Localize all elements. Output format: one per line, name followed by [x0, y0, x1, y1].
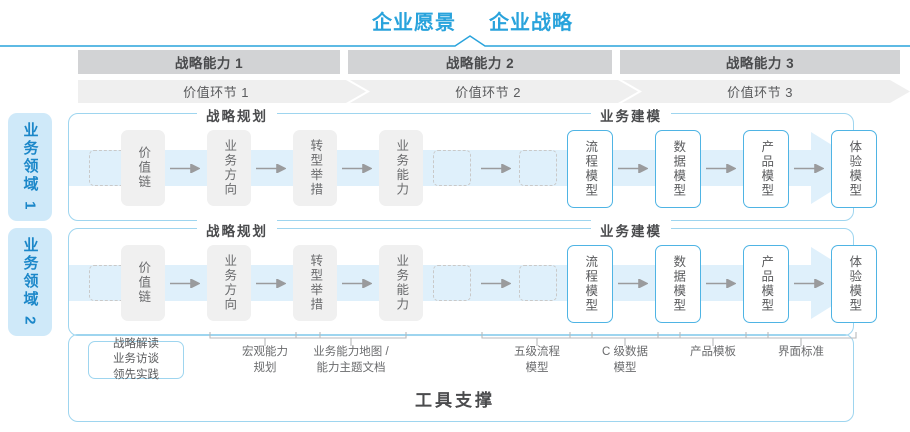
brace-connectors: [209, 332, 857, 346]
row-1-placeholder-mid-b: [519, 150, 557, 186]
row-1-node-data-model[interactable]: 数据模型: [655, 130, 701, 208]
tool-note-line-2: 业务访谈: [113, 353, 159, 366]
value-chain-bar-2[interactable]: 价值环节 2: [350, 80, 638, 103]
row-1-node-business-direction[interactable]: 业务方向: [207, 130, 251, 206]
row-1-business-modeling-title: 业务建模: [591, 105, 671, 125]
value-chain-bar-3-label: 价值环节 3: [727, 85, 793, 100]
row-2-strategic-planning-title: 战略规划: [197, 220, 277, 240]
row-2-placeholder-mid-a: [433, 265, 471, 301]
bottom-label-capability-map: 业务能力地图 /能力主题文档: [313, 346, 389, 374]
row-2-node-transformation[interactable]: 转型举措: [293, 245, 337, 321]
row-2-node-data-model[interactable]: 数据模型: [655, 245, 701, 323]
value-chain-bar-2-label: 价值环节 2: [455, 85, 521, 100]
row-1-arrow-5: [618, 164, 648, 173]
business-domain-2-text: 业务领域 2: [21, 236, 39, 328]
row-2-node-process-model[interactable]: 流程模型: [567, 245, 613, 323]
title-connector-line: [0, 35, 910, 47]
row-2-node-product-model[interactable]: 产品模型: [743, 245, 789, 323]
value-chain-bar-1[interactable]: 价值环节 1: [78, 80, 366, 103]
enterprise-strategy-title: 企业战略: [489, 12, 573, 34]
row-2-left-section-line: [89, 228, 191, 230]
row-2-arrow-3: [342, 279, 372, 288]
row-2-mid-section-line: [301, 228, 583, 230]
business-domain-2-label: 业务领域 2: [8, 228, 52, 336]
capability-bar-1-label: 战略能力 1: [174, 56, 244, 71]
row-2-business-modeling-title: 业务建模: [591, 220, 671, 240]
row-2-arrow-7: [794, 279, 824, 288]
tool-note-line-1: 战略解读: [113, 337, 159, 350]
row-1-arrow-1: [170, 164, 200, 173]
row-2-node-value-chain[interactable]: 价值链: [121, 245, 165, 321]
tool-support-title: 工具支撑: [415, 391, 495, 410]
row-1-strategic-planning-title: 战略规划: [197, 105, 277, 125]
row-1-node-process-model[interactable]: 流程模型: [567, 130, 613, 208]
row-2-node-business-capability[interactable]: 业务能力: [379, 245, 423, 321]
capability-bar-3-label: 战略能力 3: [725, 56, 795, 71]
row-1-mid-section-line: [301, 113, 583, 115]
row-1-arrow-2: [256, 164, 286, 173]
business-domain-1-label: 业务领域 1: [8, 113, 52, 221]
row-1-arrow-4: [481, 164, 511, 173]
value-chain-bar-3[interactable]: 价值环节 3: [622, 80, 910, 103]
row-2-node-experience-model[interactable]: 体验模型: [831, 245, 877, 323]
row-2-arrow-2: [256, 279, 286, 288]
bottom-label-ui-standard: 界面标准: [778, 346, 824, 358]
tool-support-frame: [68, 334, 854, 422]
business-domain-1-row: 战略规划 业务建模 价值链 业务方向 转型举措 业务能力 流程模型 数据模型 产…: [68, 105, 877, 221]
row-1-node-value-chain[interactable]: 价值链: [121, 130, 165, 206]
enterprise-vision-title: 企业愿景: [372, 12, 456, 34]
row-1-placeholder-mid-a: [433, 150, 471, 186]
row-2-right-section-line: [677, 228, 835, 230]
row-2-arrow-1: [170, 279, 200, 288]
row-1-node-product-model[interactable]: 产品模型: [743, 130, 789, 208]
row-2-arrow-5: [618, 279, 648, 288]
value-chain-bar-1-label: 价值环节 1: [183, 85, 249, 100]
row-1-left-section-line: [89, 113, 191, 115]
bottom-label-macro-capability: 宏观能力规划: [242, 346, 288, 374]
row-2-node-business-direction[interactable]: 业务方向: [207, 245, 251, 321]
row-1-right-section-line: [677, 113, 835, 115]
row-1-node-transformation[interactable]: 转型举措: [293, 130, 337, 206]
capability-bar-1[interactable]: 战略能力 1: [78, 50, 340, 74]
business-domain-2-row: 战略规划 业务建模 价值链 业务方向 转型举措 业务能力 流程模型 数据模型 产…: [68, 220, 877, 336]
row-1-node-experience-model[interactable]: 体验模型: [831, 130, 877, 208]
row-1-arrow-7: [794, 164, 824, 173]
capability-bar-2[interactable]: 战略能力 2: [348, 50, 612, 74]
bottom-label-product-template: 产品模板: [690, 346, 736, 358]
row-1-node-business-capability[interactable]: 业务能力: [379, 130, 423, 206]
bottom-label-c-level-data: C 级数据模型: [602, 346, 648, 374]
row-2-placeholder-mid-b: [519, 265, 557, 301]
tool-note-line-3: 领先实践: [113, 368, 159, 381]
row-1-arrow-3: [342, 164, 372, 173]
capability-bar-3[interactable]: 战略能力 3: [620, 50, 900, 74]
bottom-label-five-level-process: 五级流程模型: [514, 346, 560, 374]
row-2-arrow-6: [706, 279, 736, 288]
tool-support-note: 战略解读 业务访谈 领先实践: [88, 338, 184, 381]
row-2-arrow-4: [481, 279, 511, 288]
row-1-arrow-6: [706, 164, 736, 173]
business-domain-1-text: 业务领域 1: [21, 121, 39, 213]
capability-bar-2-label: 战略能力 2: [445, 56, 515, 71]
